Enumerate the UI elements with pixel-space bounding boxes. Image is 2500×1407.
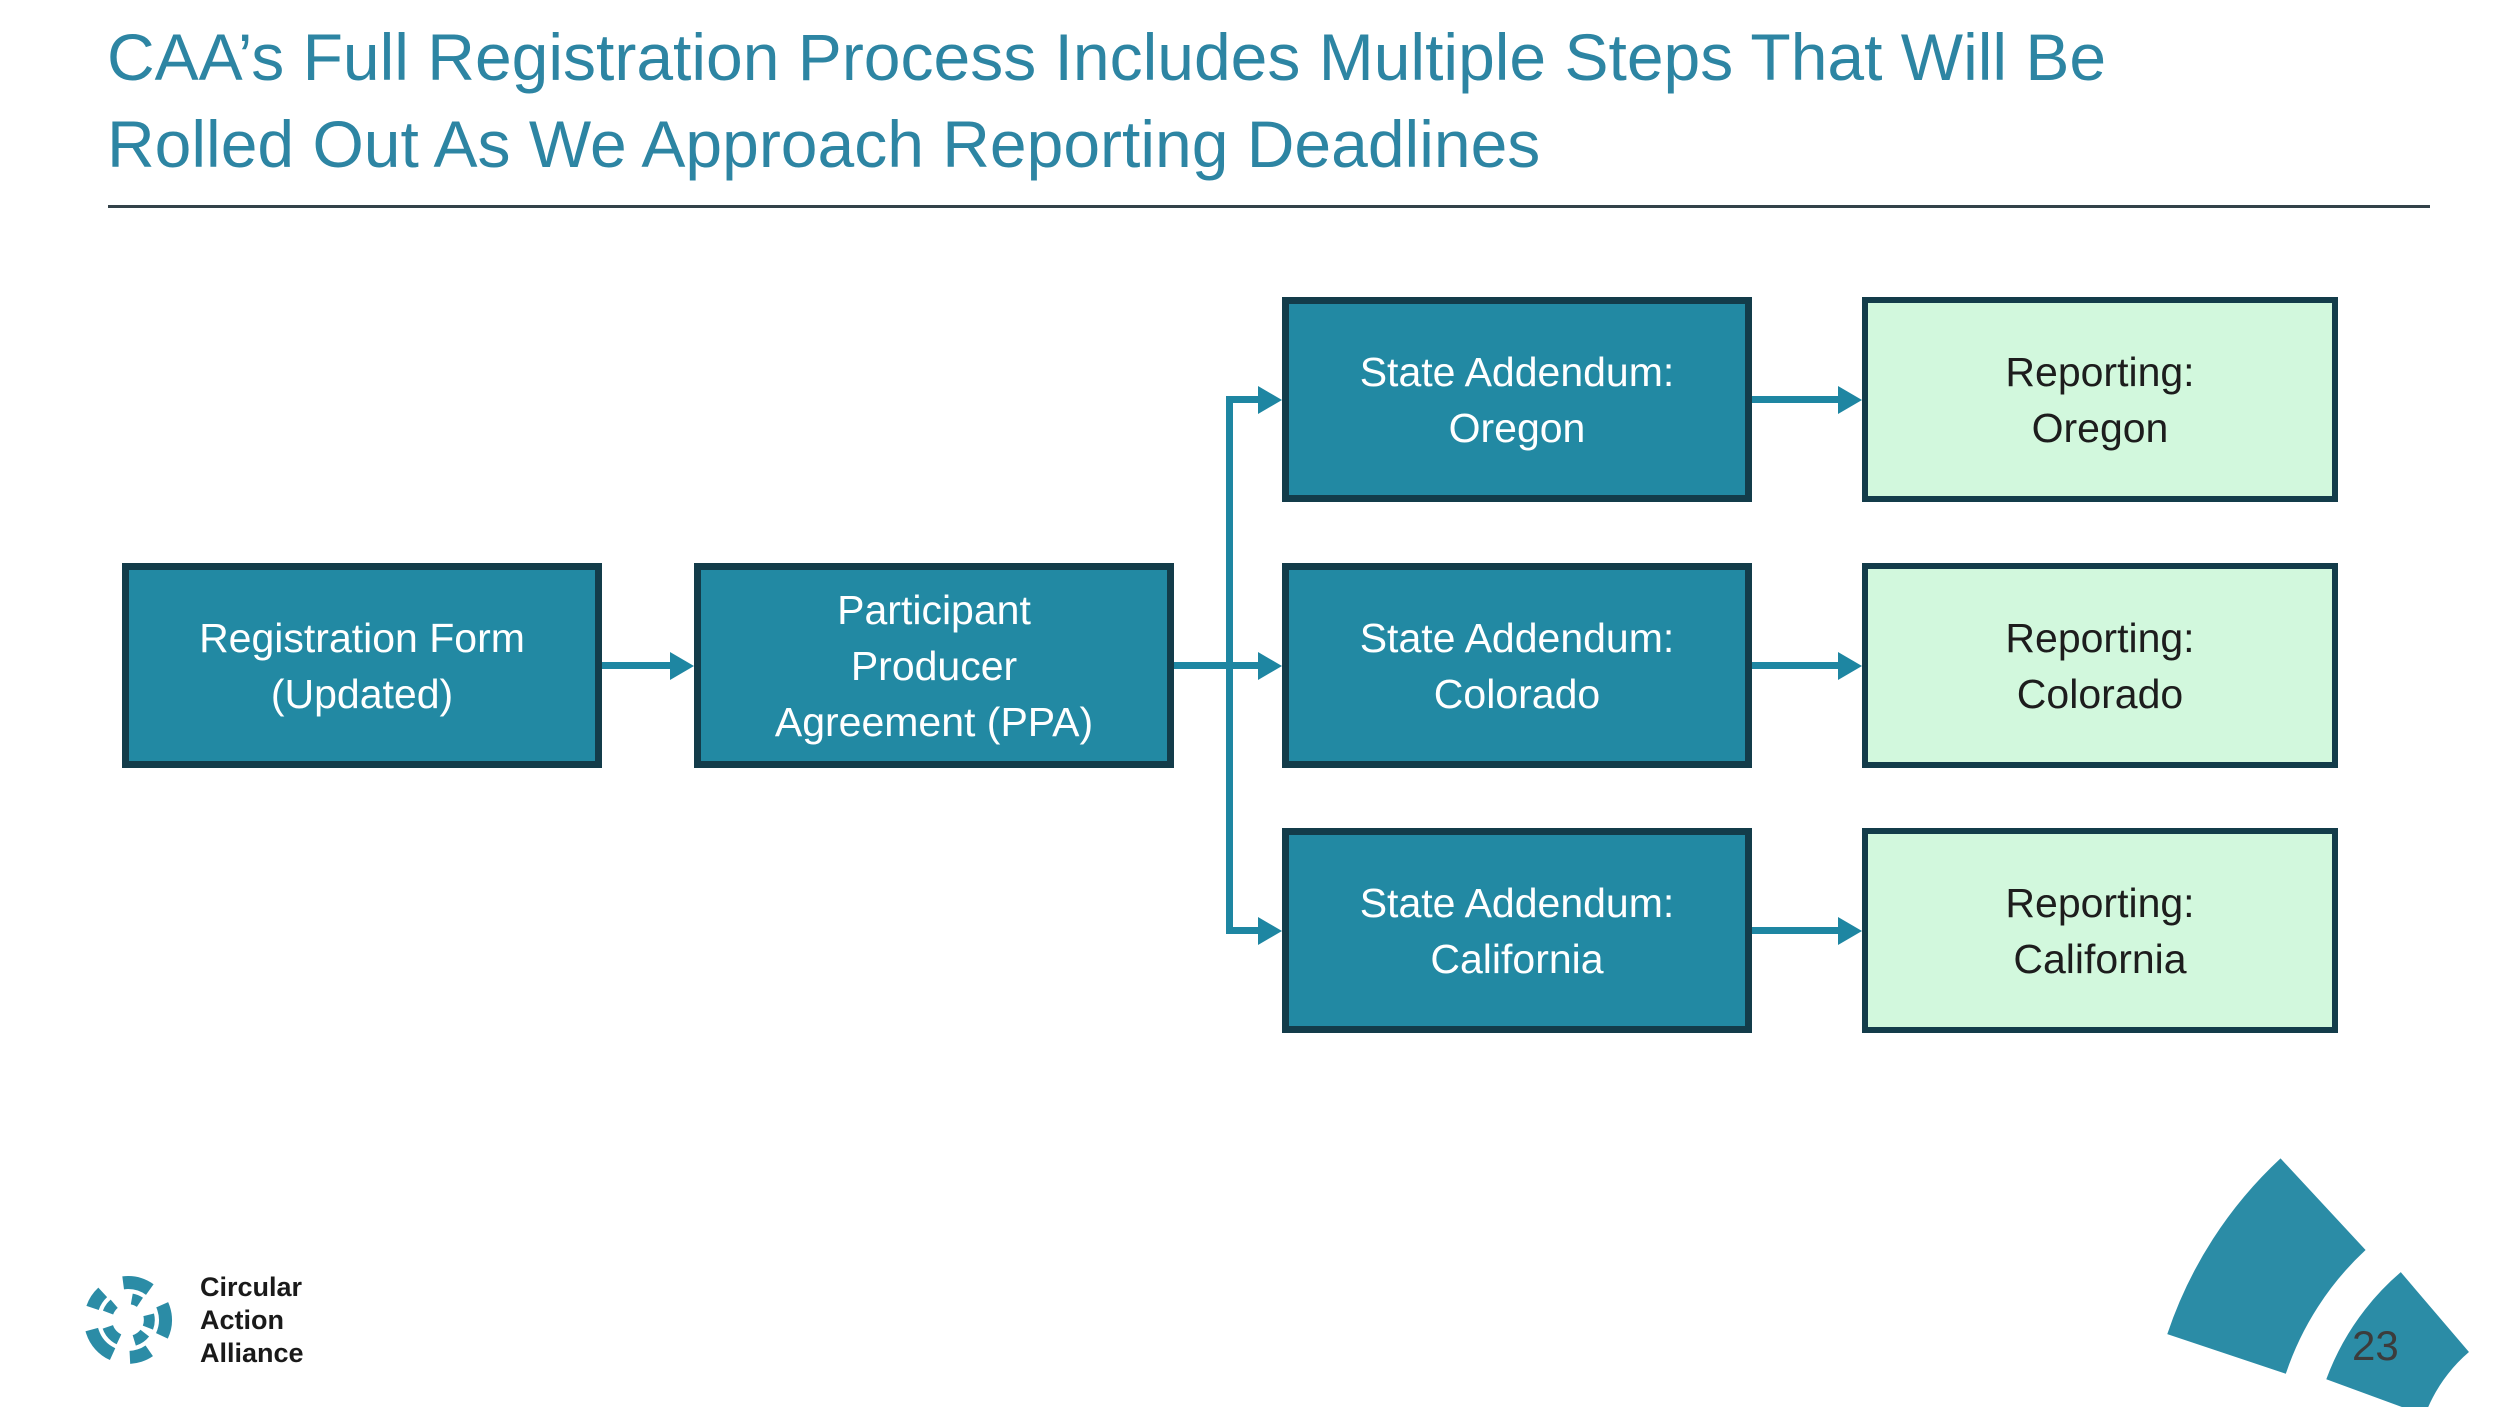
- caa-logo: Circular Action Alliance: [76, 1268, 304, 1372]
- slide-title-line1: CAA’s Full Registration Process Includes…: [107, 20, 2107, 94]
- node-label-line: Reporting:: [2005, 879, 2195, 926]
- slide-title-line2: Rolled Out As We Approach Reporting Dead…: [107, 107, 1541, 181]
- node-label-line: California: [1430, 935, 1604, 982]
- arrow-oregon-to-reporting: [1752, 396, 1840, 403]
- arrow-california-to-reporting: [1752, 927, 1840, 934]
- node-label-line: Colorado: [2016, 670, 2184, 717]
- flow-node-state-addendum-california: State Addendum: California: [1282, 828, 1752, 1033]
- arrow-branch-to-oregon: [1226, 396, 1260, 403]
- arrowhead-branch-to-oregon-icon: [1258, 386, 1282, 414]
- corner-swirl-decoration-icon: [2068, 968, 2500, 1407]
- arrowhead-oregon-to-reporting-icon: [1838, 386, 1862, 414]
- node-label-line: State Addendum:: [1359, 348, 1675, 395]
- caa-logo-text: Circular Action Alliance: [200, 1271, 304, 1370]
- node-label-line: State Addendum:: [1359, 614, 1675, 661]
- arrow-ppa-to-colorado: [1174, 662, 1260, 669]
- slide-title: CAA’s Full Registration Process Includes…: [107, 14, 2452, 188]
- node-label-line: Oregon: [1448, 404, 1586, 451]
- caa-logo-text-line: Alliance: [200, 1337, 304, 1368]
- flow-node-reporting-colorado: Reporting: Colorado: [1862, 563, 2338, 768]
- arrowhead-branch-to-california-icon: [1258, 917, 1282, 945]
- arrowhead-colorado-to-reporting-icon: [1838, 652, 1862, 680]
- arrowhead-california-to-reporting-icon: [1838, 917, 1862, 945]
- caa-logo-text-line: Circular: [200, 1271, 303, 1302]
- arrow-registration-to-ppa: [602, 662, 672, 669]
- arrowhead-registration-to-ppa-icon: [670, 652, 694, 680]
- node-label-line: Colorado: [1433, 670, 1601, 717]
- node-label-line: Registration Form: [199, 614, 525, 661]
- caa-swirl-logo-icon: [76, 1268, 180, 1372]
- node-label-line: Reporting:: [2005, 348, 2195, 395]
- node-label-line: Agreement (PPA): [774, 698, 1094, 745]
- node-label-line: Oregon: [2031, 404, 2169, 451]
- branch-line: [1226, 397, 1233, 934]
- node-label-line: State Addendum:: [1359, 879, 1675, 926]
- node-label-line: Participant: [837, 586, 1031, 633]
- flow-node-state-addendum-oregon: State Addendum: Oregon: [1282, 297, 1752, 502]
- node-label-line: Producer: [850, 642, 1018, 689]
- flow-node-reporting-oregon: Reporting: Oregon: [1862, 297, 2338, 502]
- title-underline: [108, 205, 2430, 208]
- flow-node-state-addendum-colorado: State Addendum: Colorado: [1282, 563, 1752, 768]
- arrow-colorado-to-reporting: [1752, 662, 1840, 669]
- arrow-branch-to-california: [1226, 927, 1260, 934]
- node-label-line: Reporting:: [2005, 614, 2195, 661]
- page-number: 23: [2352, 1322, 2399, 1369]
- flow-node-reporting-california: Reporting: California: [1862, 828, 2338, 1033]
- node-label-line: (Updated): [270, 670, 454, 717]
- node-label-line: California: [2013, 935, 2187, 982]
- flow-node-ppa: Participant Producer Agreement (PPA): [694, 563, 1174, 768]
- flow-node-registration-form: Registration Form (Updated): [122, 563, 602, 768]
- arrowhead-ppa-to-colorado-icon: [1258, 652, 1282, 680]
- caa-logo-text-line: Action: [200, 1304, 284, 1335]
